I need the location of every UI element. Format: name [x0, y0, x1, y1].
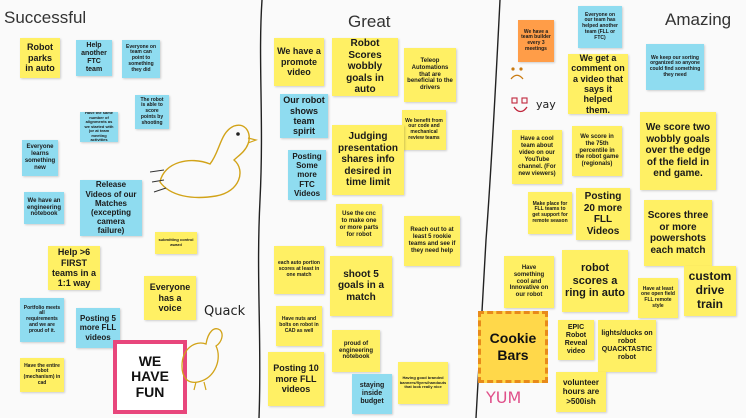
sticky-note[interactable]: We have a team builder every 3 meetings — [518, 20, 554, 62]
sticky-note[interactable]: Robot parks in auto — [20, 38, 60, 78]
sticky-note[interactable]: The robot is able to score points by sho… — [135, 95, 169, 129]
column-divider-left — [257, 0, 263, 418]
sticky-note[interactable]: volunteer hours are >500ish — [556, 372, 606, 412]
sticky-note[interactable]: Posting Some more FTC Videos — [288, 150, 326, 200]
column-title-great: Great — [348, 12, 391, 31]
sticky-note[interactable]: Posting 20 more FLL Videos — [576, 188, 630, 240]
sticky-note[interactable]: Everyone learns something new — [22, 140, 58, 176]
happy-face-drawing-icon — [511, 97, 528, 113]
sticky-note[interactable]: submitting control award — [155, 232, 197, 254]
sticky-note[interactable]: Our robot shows team spirit — [280, 94, 328, 138]
sticky-note[interactable]: Have a cool team about video on our YouT… — [512, 130, 562, 184]
cookie-bars-card[interactable]: Cookie Bars — [478, 311, 548, 383]
sticky-note[interactable]: Portfolio meets all requirements and we … — [20, 298, 64, 342]
sticky-note[interactable]: shoot 5 goals in a match — [330, 256, 392, 316]
sticky-note[interactable]: each auto portion scores at least in one… — [274, 246, 324, 294]
sticky-note[interactable]: Use the cnc to make one or more parts fo… — [336, 204, 382, 246]
sticky-note[interactable]: We score two wobbly goals over the edge … — [640, 112, 716, 190]
sticky-note[interactable]: Have the entire robot (mechanism) in cad — [20, 358, 64, 392]
sticky-note[interactable]: Judging presentation shares info desired… — [332, 125, 404, 195]
sad-face-drawing-icon — [510, 67, 524, 80]
sticky-note[interactable]: Scores three or more powershots each mat… — [644, 200, 712, 266]
sticky-note[interactable]: Everyone on our team has helped another … — [578, 6, 622, 48]
sticky-note[interactable]: Release Videos of our Matches (excepting… — [80, 180, 142, 236]
sticky-note[interactable]: Have at least one open field FLL remote … — [638, 278, 678, 318]
sticky-note[interactable]: Have something cool and Innovative on ou… — [504, 256, 554, 308]
sticky-note[interactable]: Robot Scores wobbly goals in auto — [332, 38, 398, 96]
sticky-note[interactable]: Help >6 FIRST teams in a 1:1 way — [48, 246, 100, 290]
sticky-note[interactable]: Everyone on team can point to something … — [122, 40, 160, 78]
sticky-note[interactable]: We benefit from our code and mechanical … — [402, 110, 446, 150]
column-title-successful: Successful — [4, 8, 87, 27]
sticky-note[interactable]: We have an engineering notebook — [24, 192, 64, 224]
sticky-note[interactable]: Have the same number of alignments as we… — [80, 112, 118, 142]
sticky-note[interactable]: proud of engineering notebook — [332, 330, 380, 372]
sticky-note[interactable]: lights/ducks on robot QUACKTASTIC robot — [598, 320, 656, 372]
sticky-note[interactable]: Having good branded banners/flyers/hando… — [398, 362, 448, 404]
sticky-note[interactable]: We score in the 75th percentile in the r… — [572, 126, 622, 176]
sticky-note[interactable]: Posting 10 more FLL videos — [268, 352, 324, 406]
sticky-note[interactable]: We have a promote video — [274, 38, 324, 86]
sticky-note[interactable]: Reach out to at least 5 rookie teams and… — [404, 216, 460, 266]
sticky-note[interactable]: We keep our sorting organized so anyone … — [646, 44, 704, 90]
sticky-note[interactable]: robot scores a ring in auto — [562, 250, 628, 312]
sticky-note[interactable]: EPIC Robot Reveal video — [558, 320, 594, 360]
duck-drawing-small-icon — [181, 328, 223, 391]
sticky-note[interactable]: Posting 5 more FLL videos — [76, 308, 120, 348]
sticky-note[interactable]: Everyone has a voice — [144, 276, 196, 320]
sticky-note[interactable]: Make place for FLL teams to get support … — [528, 192, 572, 234]
handwritten-quack: Quack — [204, 304, 246, 319]
duck-drawing-icon — [150, 124, 258, 199]
sticky-note[interactable]: We get a comment on a video that says it… — [568, 54, 628, 114]
column-title-amazing: Amazing — [665, 10, 732, 29]
sticky-note[interactable]: Have nuts and bolts on robot in CAD as w… — [276, 306, 322, 346]
sticky-note[interactable]: custom drive train — [684, 266, 736, 316]
sticky-note[interactable]: Teleop Automations that are beneficial t… — [404, 48, 456, 102]
sticky-note[interactable]: staying inside budget — [352, 374, 392, 414]
handwritten-yay: yay — [536, 98, 556, 111]
we-have-fun-card[interactable]: WE HAVE FUN — [113, 340, 187, 414]
handwritten-yum: YUM — [486, 388, 522, 407]
sticky-note[interactable]: Help another FTC team — [76, 40, 112, 76]
